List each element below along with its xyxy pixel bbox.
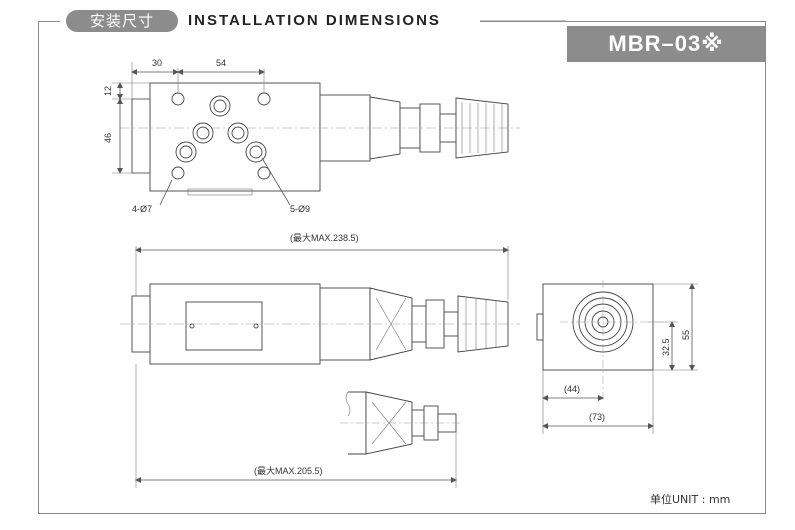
side-dim-center: 32.5: [661, 338, 671, 356]
alt-max-length: (最大MAX.205.5): [254, 465, 323, 476]
top-view-holes: [171, 92, 271, 180]
top-view-left-cap: [131, 98, 151, 174]
top-dim-left: 30: [152, 58, 162, 68]
side-dim-offset: (44): [564, 384, 580, 394]
top-view: 30 54 12 46 4-Ø7 5-Ø9: [103, 58, 520, 214]
model-label: MBR–03※: [567, 26, 765, 62]
front-view: (最大MAX.238.5): [120, 232, 520, 365]
top-hole-large-label: 5-Ø9: [290, 204, 310, 214]
front-nameplate: [185, 301, 263, 351]
unit-label: 单位UNIT : mm: [650, 493, 731, 506]
top-dim-height: 46: [103, 133, 113, 143]
top-dim-spacing: 54: [216, 58, 226, 68]
side-view: 55 32.5 (44) (73): [536, 280, 698, 434]
top-hole-small-label: 4-Ø7: [132, 204, 152, 214]
title-cn-pill: 安装尺寸: [66, 10, 178, 32]
title-en: INSTALLATION DIMENSIONS: [188, 12, 441, 29]
side-dim-width: (73): [589, 412, 605, 422]
front-max-length: (最大MAX.238.5): [290, 232, 359, 243]
side-dim-height: 55: [681, 330, 691, 340]
top-dim-top: 12: [103, 86, 113, 96]
alt-adjuster-view: (最大MAX.205.5): [135, 364, 462, 488]
